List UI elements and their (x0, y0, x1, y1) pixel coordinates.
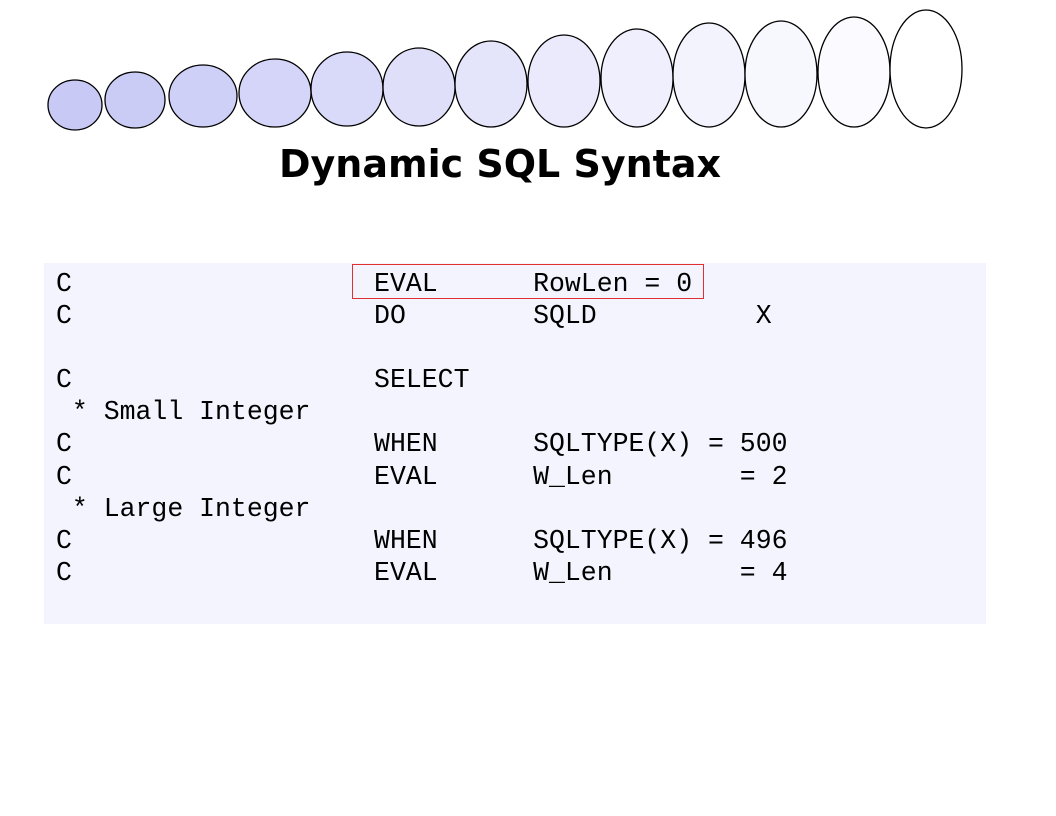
decorative-oval (47, 79, 103, 131)
decorative-oval (310, 51, 384, 127)
code-comment: * Large Integer (56, 493, 311, 524)
code-comment: * Small Integer (56, 397, 311, 428)
highlight-box (352, 264, 704, 299)
code-line: C EVAL W_Len = 4 (56, 557, 788, 588)
code-line: C DO SQLD X (56, 301, 772, 332)
decorative-oval (238, 58, 312, 128)
slide-title: Dynamic SQL Syntax (278, 142, 721, 186)
decorative-oval (527, 34, 601, 128)
decorative-oval (382, 47, 456, 127)
decorative-oval (817, 16, 891, 128)
decorative-oval (168, 64, 238, 128)
code-line: C EVAL RowLen = 0 (56, 269, 693, 299)
code-line: C WHEN SQLTYPE(X) = 500 (56, 429, 788, 460)
decorative-oval (104, 71, 166, 129)
decorative-oval (744, 20, 818, 128)
code-line: C EVAL W_Len = 2 (56, 461, 788, 492)
code-block-background (44, 263, 986, 624)
code-block: C EVAL RowLen = 0 C DO SQLD X C SELECT *… (56, 268, 788, 589)
code-line: C SELECT (56, 365, 470, 396)
decorative-oval (600, 28, 674, 128)
decorative-oval (454, 40, 528, 128)
decorative-oval (889, 9, 963, 129)
decorative-oval-row (47, 9, 963, 131)
decorative-oval (672, 22, 746, 128)
code-line: C WHEN SQLTYPE(X) = 496 (56, 525, 788, 556)
